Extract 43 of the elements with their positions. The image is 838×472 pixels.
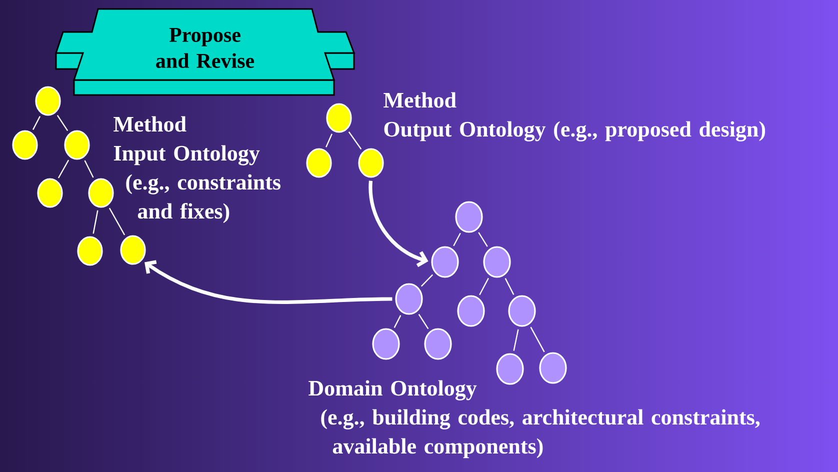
tree-branch-line (58, 160, 70, 178)
tree-branch-line (478, 232, 488, 247)
tree-branch-line (530, 326, 545, 352)
tree-branch-line (420, 274, 434, 287)
tree-node-circle (483, 246, 511, 278)
tree-branch-line (92, 210, 98, 234)
tree-node-circle (37, 178, 63, 208)
tree-branch-line (504, 278, 514, 295)
tree-node-circle (358, 148, 384, 178)
ontology-label: Method Input Ontology (e.g., constraints and fixes) (114, 116, 280, 224)
tree-node-circle (457, 295, 485, 327)
tree-node-circle (455, 201, 483, 233)
tree-branch-line (84, 160, 94, 178)
tree-node-circle (395, 283, 423, 315)
tree-node-circle (326, 103, 352, 133)
tree-node-circle (496, 353, 524, 385)
tree-branch-line (326, 134, 332, 148)
tree-branch-line (108, 208, 126, 236)
tree-branch-line (513, 329, 519, 351)
tree-node-circle (431, 246, 459, 278)
tree-node-circle (306, 148, 332, 178)
tree-node-circle (12, 130, 38, 160)
tree-branch-line (32, 116, 41, 130)
tree-branch-line (56, 114, 68, 132)
tree-branch-line (479, 278, 489, 296)
tree-node-circle (372, 328, 400, 360)
tree-branch-line (348, 132, 362, 150)
curved-arrow (368, 180, 428, 268)
curved-arrow (144, 260, 392, 304)
tree-branch-line (453, 232, 461, 246)
tree-branch-line (394, 315, 402, 328)
tree-node-circle (35, 86, 61, 116)
tree-node-circle (88, 178, 114, 208)
tree-node-circle (508, 295, 536, 327)
tree-node-circle (77, 236, 103, 266)
tree-node-circle (64, 130, 90, 160)
tree-node-circle (120, 235, 146, 265)
ontology-label: Domain Ontology (e.g., building codes, architectural constraints, available components) (308, 380, 760, 458)
ontology-label: Method Output Ontology (e.g., proposed design) (384, 92, 766, 142)
tree-node-circle (539, 352, 567, 384)
title-banner: Propose and Revise (54, 8, 356, 96)
tree-node-circle (424, 328, 452, 360)
tree-branch-line (418, 314, 429, 330)
